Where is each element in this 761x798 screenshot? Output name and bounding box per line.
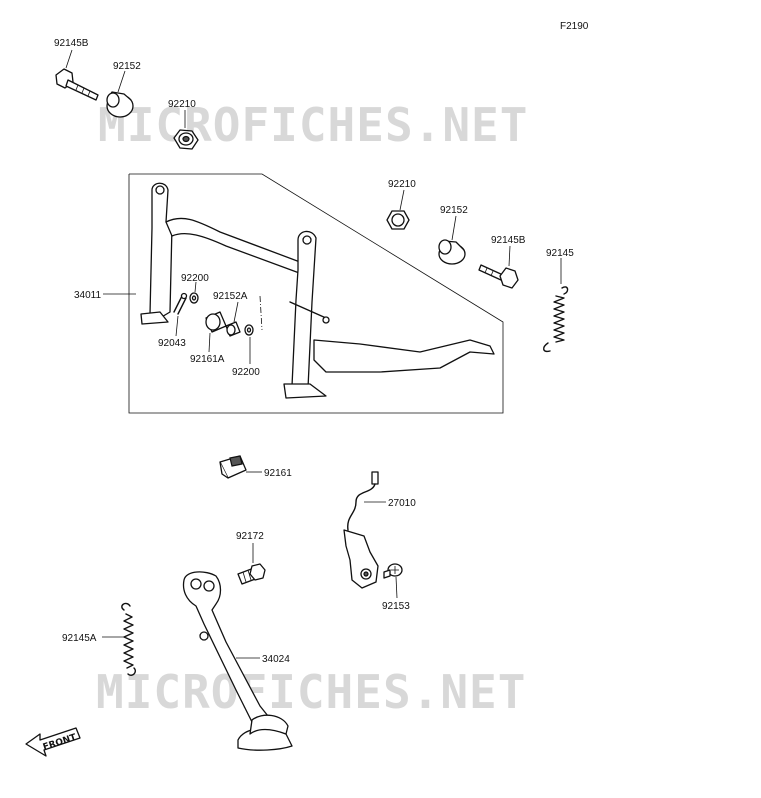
leader-92161a <box>208 332 211 353</box>
figure-id: F2190 <box>560 21 589 32</box>
label-92145b-top[interactable]: 92145B <box>54 38 89 49</box>
nut-92210-right[interactable] <box>386 210 410 230</box>
spring-92145a[interactable] <box>121 602 137 677</box>
label-92145b-right[interactable]: 92145B <box>491 235 526 246</box>
leader-92043 <box>175 315 179 337</box>
center-line <box>259 295 263 331</box>
screw-92153[interactable] <box>383 563 403 579</box>
cotter-pin-92043[interactable] <box>173 292 188 315</box>
leader-92152-top <box>117 70 126 93</box>
label-27010[interactable]: 27010 <box>388 498 416 509</box>
label-34024[interactable]: 34024 <box>262 654 290 665</box>
front-arrow: FRONT <box>25 727 81 757</box>
leader-92145b-right <box>508 245 511 267</box>
collar-92152-top[interactable] <box>106 91 134 118</box>
label-34011[interactable]: 34011 <box>74 290 102 301</box>
collar-92152-right[interactable] <box>438 239 466 265</box>
label-92210-top[interactable]: 92210 <box>168 99 196 110</box>
label-92145a[interactable]: 92145A <box>62 633 97 644</box>
leader-92210-right <box>399 189 405 211</box>
watermark-top: MICROFICHES.NET <box>98 98 528 152</box>
watermark-bottom: MICROFICHES.NET <box>96 665 526 719</box>
side-stand-34024[interactable] <box>182 571 293 751</box>
label-92153[interactable]: 92153 <box>382 601 410 612</box>
label-92172[interactable]: 92172 <box>236 531 264 542</box>
label-92145[interactable]: 92145 <box>546 248 574 259</box>
leader-92152a <box>233 301 239 323</box>
label-92210-right[interactable]: 92210 <box>388 179 416 190</box>
label-92200-b[interactable]: 92200 <box>232 367 260 378</box>
label-92152-right[interactable]: 92152 <box>440 205 468 216</box>
leader-92145b-top <box>65 49 73 69</box>
label-92161[interactable]: 92161 <box>264 468 292 479</box>
label-92043[interactable]: 92043 <box>158 338 186 349</box>
leader-92152-right <box>451 215 457 241</box>
label-92152-top[interactable]: 92152 <box>113 61 141 72</box>
washer-92200-a[interactable] <box>189 292 199 304</box>
switch-27010[interactable] <box>343 471 379 589</box>
washer-92200-b[interactable] <box>244 324 254 336</box>
leader-92153 <box>395 576 398 599</box>
bolt-92145b-right[interactable] <box>478 264 519 289</box>
collar-92152a[interactable] <box>225 321 241 337</box>
assembly-frame <box>128 173 504 414</box>
rubber-92161a[interactable] <box>205 311 227 333</box>
nut-92210-top[interactable] <box>173 129 199 150</box>
bolt-92145b-top[interactable] <box>55 68 99 101</box>
leader-92200-a <box>194 281 197 293</box>
label-92152a[interactable]: 92152A <box>213 291 248 302</box>
label-92200-a[interactable]: 92200 <box>181 273 209 284</box>
main-stand-34011[interactable] <box>140 182 495 399</box>
label-92161a[interactable]: 92161A <box>190 354 225 365</box>
bolt-92172[interactable] <box>237 563 266 585</box>
stopper-92161[interactable] <box>219 455 247 479</box>
spring-92145[interactable] <box>543 286 569 353</box>
